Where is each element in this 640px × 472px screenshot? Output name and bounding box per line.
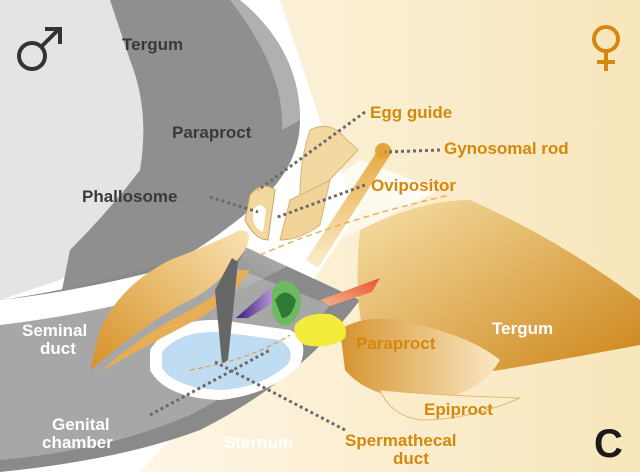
male-paraproct-shape <box>90 230 249 370</box>
gynosomal-rod-shape <box>306 145 392 268</box>
male-tergum-edge <box>230 0 300 130</box>
panel-letter: C <box>594 422 623 466</box>
spermathecal-duct-label-line2: duct <box>393 449 429 468</box>
genital-chamber-label-line1: Genital <box>52 415 110 434</box>
female-paraproct-label: Paraproct <box>356 334 436 353</box>
male-symbol <box>14 24 66 79</box>
epiproct-label: Epiproct <box>424 400 493 419</box>
male-tergum-label: Tergum <box>122 35 184 54</box>
female-paraproct-shape <box>340 318 500 400</box>
purple-organ <box>236 288 278 318</box>
aedeagus-shape <box>215 258 238 364</box>
leader-genital-chamber <box>149 348 271 417</box>
gynosomal-rod-tip <box>375 143 391 159</box>
red-organ <box>320 278 380 306</box>
seminal-duct-label-line1: Seminal <box>22 321 88 340</box>
leader-phallosome <box>209 195 259 214</box>
female-symbol <box>586 24 626 79</box>
male-tergum-shape <box>60 0 300 300</box>
leader-ovipositor <box>274 183 366 220</box>
female-epiproct-shape <box>379 389 521 421</box>
leader-egg-guide <box>257 110 366 192</box>
female-tergum-label: Tergum <box>492 319 554 338</box>
seminal-duct-label-line2: duct <box>40 339 76 358</box>
female-duct-dashed <box>259 194 451 256</box>
spermathecal-duct-label-line1: Spermathecal <box>345 431 457 450</box>
sternum-label: Sternum <box>224 433 293 452</box>
gynosomal-rod-label: Gynosomal rod <box>444 139 569 158</box>
genital-chamber-label-line2: chamber <box>42 433 113 452</box>
ovipositor-label: Ovipositor <box>371 176 457 195</box>
egg-guide-label: Egg guide <box>370 103 453 122</box>
yellow-organ <box>294 313 346 347</box>
male-paraproct-label: Paraproct <box>172 123 252 142</box>
leader-spermathecal-duct <box>214 360 346 432</box>
egg-guide-lower <box>279 179 331 241</box>
phallosome-label: Phallosome <box>82 187 178 206</box>
